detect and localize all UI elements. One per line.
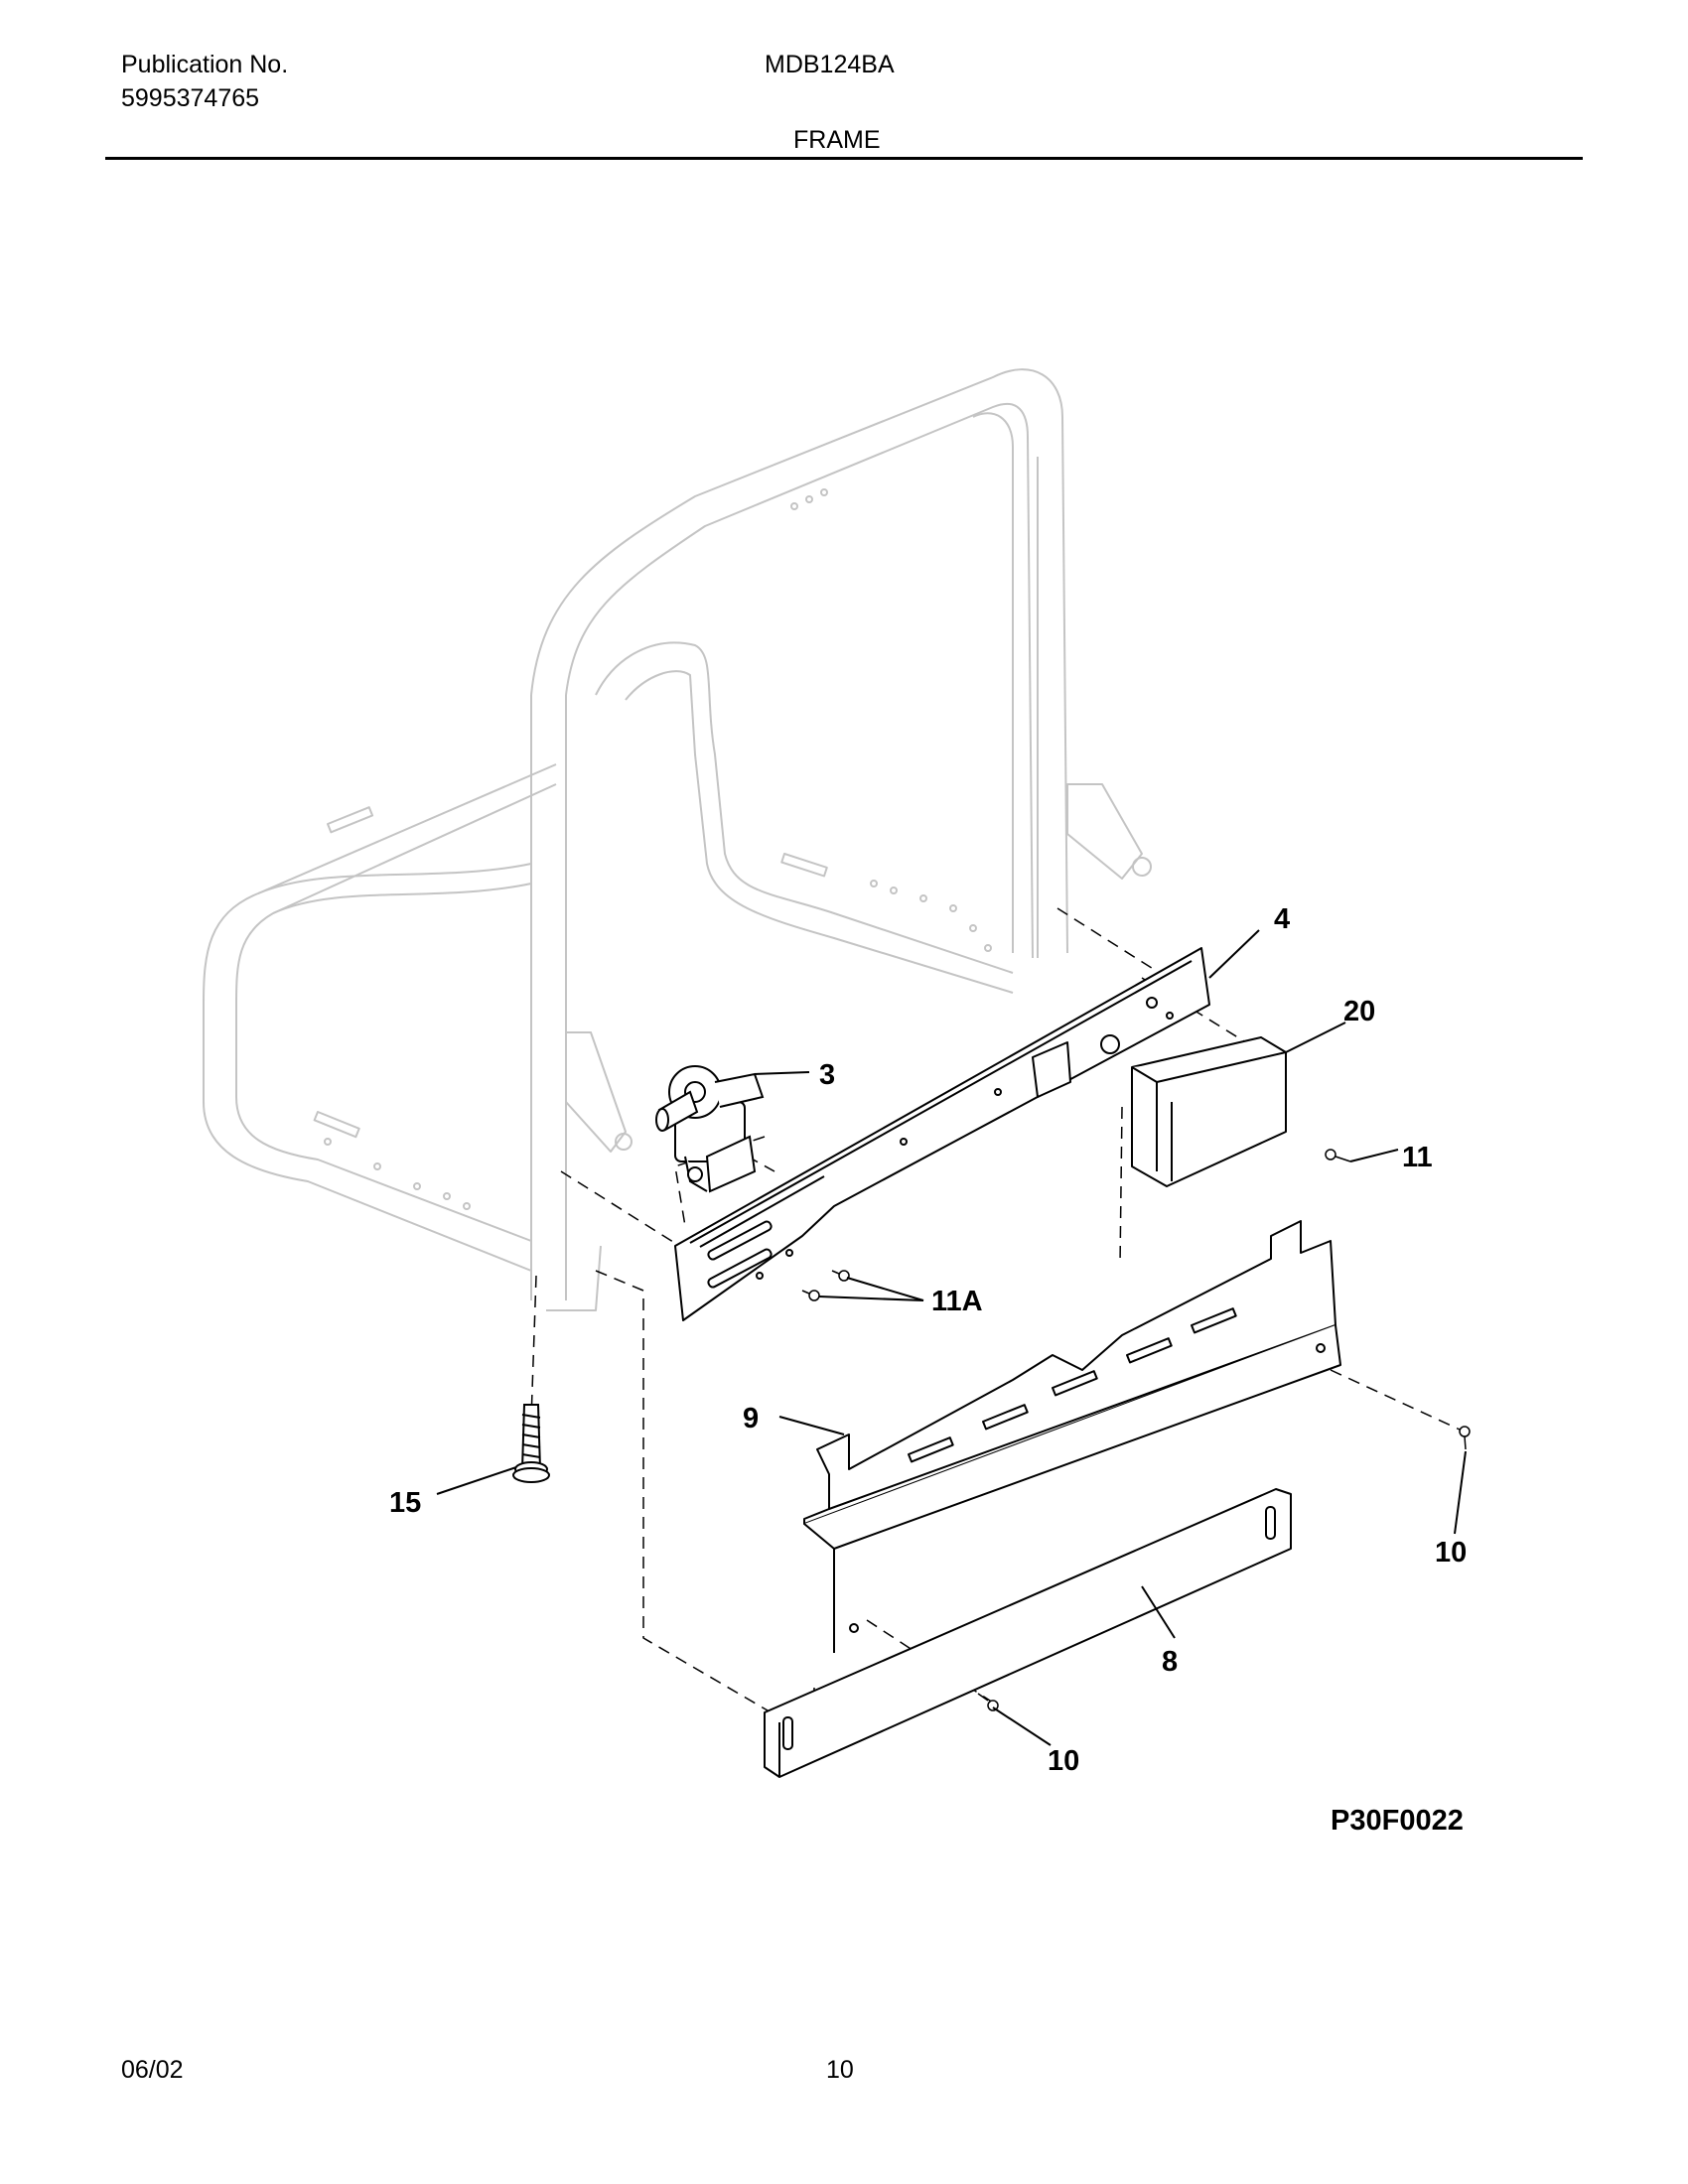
callout-4: 4 xyxy=(1274,903,1290,935)
page-number: 10 xyxy=(826,2056,854,2084)
callout-15: 15 xyxy=(389,1487,421,1519)
part-20-cover-bracket xyxy=(1131,1036,1287,1187)
part-4-support-rail xyxy=(674,947,1210,1321)
callout-9: 9 xyxy=(743,1403,759,1434)
callout-20: 20 xyxy=(1343,996,1375,1027)
callout-11a: 11A xyxy=(931,1286,983,1317)
figure-code: P30F0022 xyxy=(1331,1805,1464,1837)
callout-8: 8 xyxy=(1162,1646,1178,1678)
part-3-water-valve xyxy=(655,1065,765,1193)
publication-number: 5995374765 xyxy=(121,84,260,112)
model-number: MDB124BA xyxy=(765,51,895,78)
part-15-leveling-screw xyxy=(512,1404,550,1483)
section-title: FRAME xyxy=(793,126,881,154)
callout-11: 11 xyxy=(1402,1142,1433,1173)
header-rule xyxy=(105,157,1583,160)
part-8-kick-plate xyxy=(764,1488,1292,1778)
leader-lines xyxy=(436,929,1467,1746)
callout-10-bottom: 10 xyxy=(1048,1745,1079,1777)
footer-date: 06/02 xyxy=(121,2056,184,2084)
callout-10-right: 10 xyxy=(1435,1537,1467,1569)
part-9-toe-panel xyxy=(803,1220,1341,1653)
callout-3: 3 xyxy=(819,1059,835,1091)
tub-frame xyxy=(203,368,1152,1311)
publication-label: Publication No. xyxy=(121,51,289,78)
